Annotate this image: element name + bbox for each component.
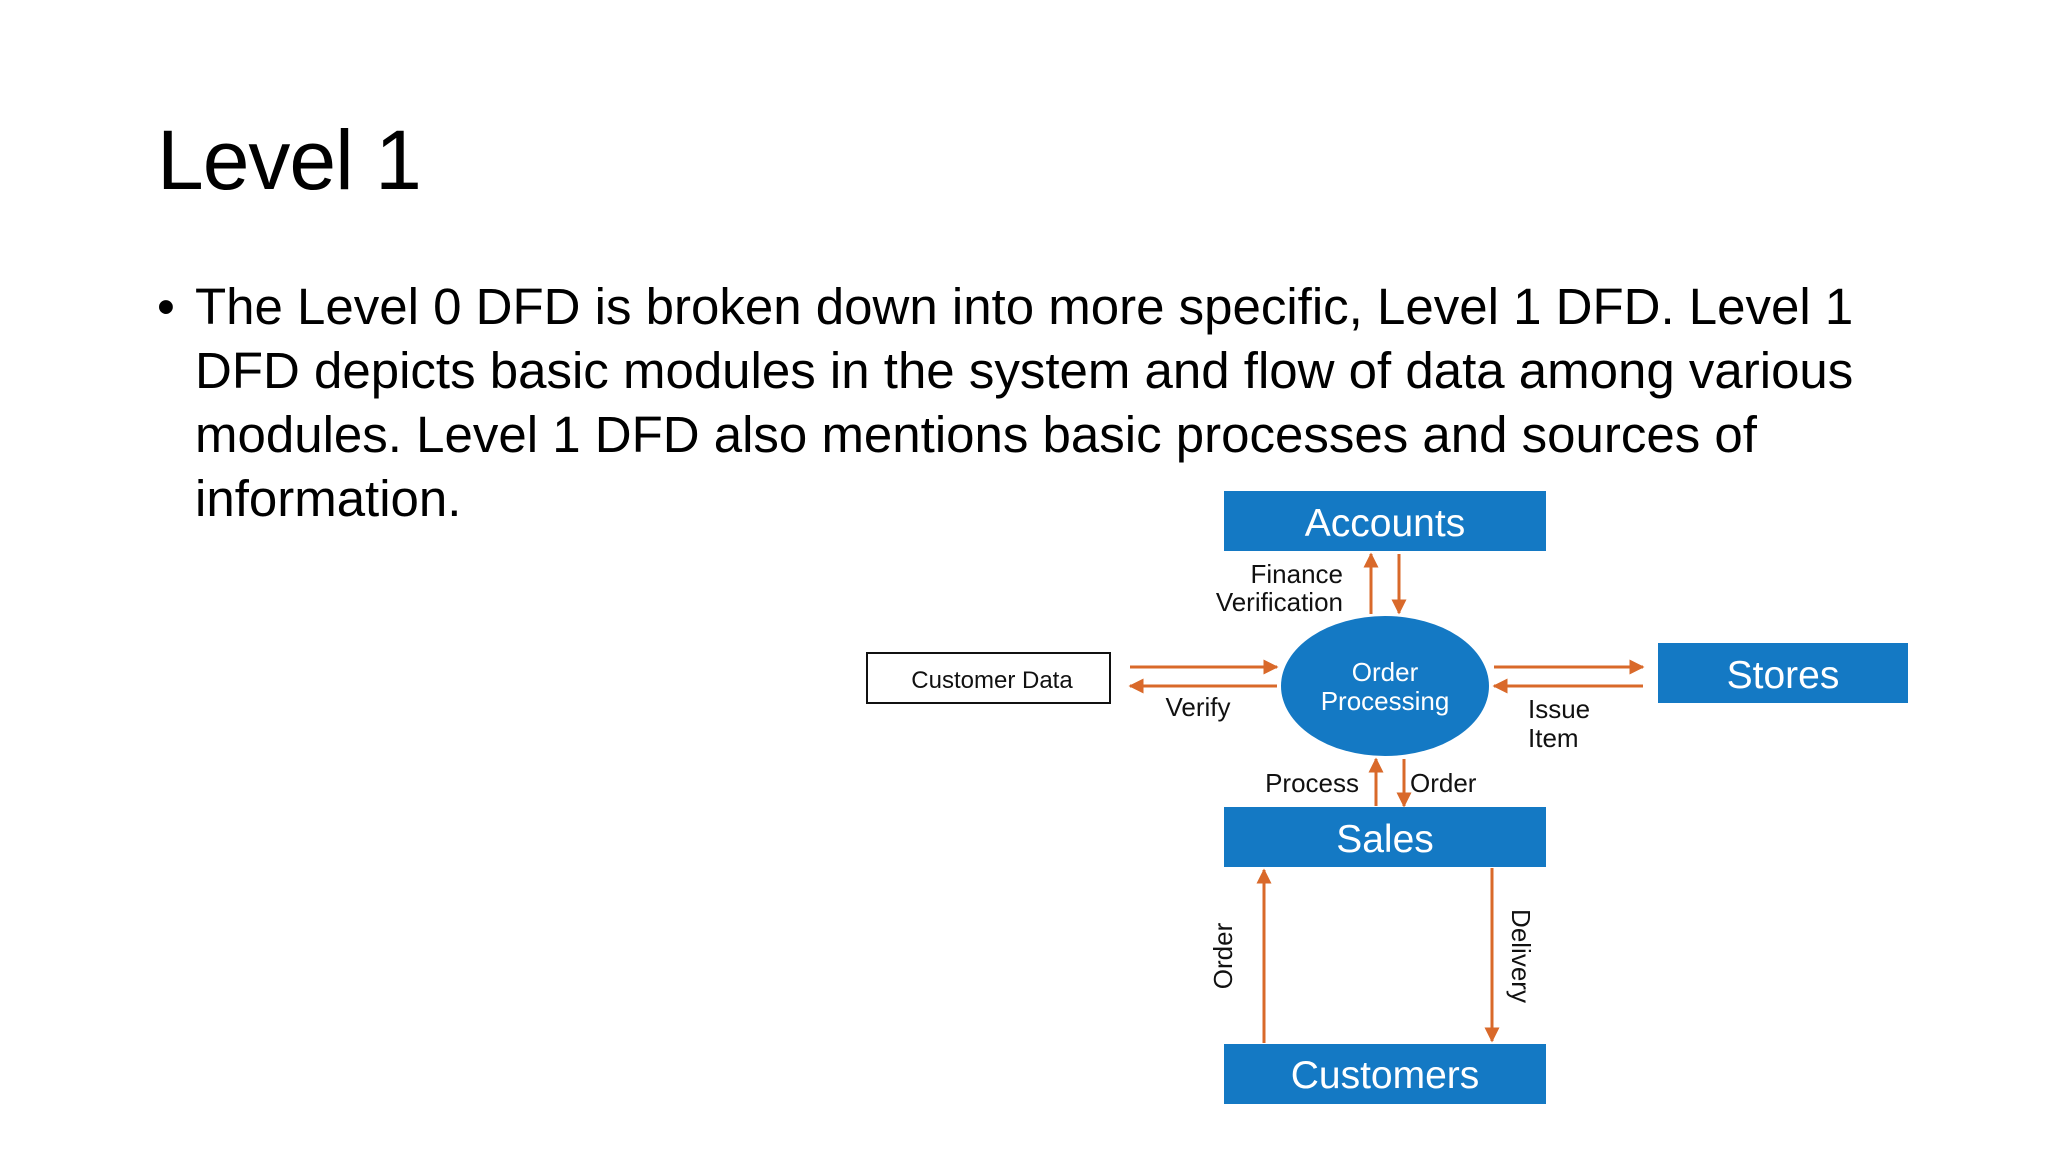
flow-label-verification: Verification — [1216, 587, 1343, 617]
flow-label-item: Item — [1528, 723, 1579, 753]
customers-label: Customers — [1291, 1054, 1480, 1097]
process-label-line1: Order — [1352, 657, 1419, 687]
bullet-marker: • — [157, 278, 175, 335]
accounts-label: Accounts — [1305, 502, 1465, 545]
process-label-line2: Processing — [1321, 686, 1450, 716]
flow-label-verify: Verify — [1165, 692, 1230, 722]
stores-label: Stores — [1727, 654, 1840, 697]
order-processing-process: Order Processing — [1281, 616, 1489, 756]
slide-title: Level 1 — [157, 113, 422, 207]
customer-data-store: Customer Data — [866, 652, 1111, 704]
customers-entity: Customers — [1224, 1044, 1546, 1104]
flow-label-process: Process — [1265, 768, 1359, 798]
accounts-entity: Accounts — [1224, 491, 1546, 551]
flow-label-order-top: Order — [1410, 768, 1477, 798]
flow-label-issue: Issue — [1528, 694, 1590, 724]
flow-label-finance: Finance — [1251, 559, 1344, 589]
sales-entity: Sales — [1224, 807, 1546, 867]
stores-entity: Stores — [1658, 643, 1908, 703]
flow-label-delivery: Delivery — [1506, 909, 1536, 1003]
bullet-text: The Level 0 DFD is broken down into more… — [195, 278, 1854, 527]
customer-data-label: Customer Data — [911, 667, 1073, 694]
sales-label: Sales — [1336, 818, 1434, 861]
flow-label-order-left: Order — [1208, 922, 1238, 989]
